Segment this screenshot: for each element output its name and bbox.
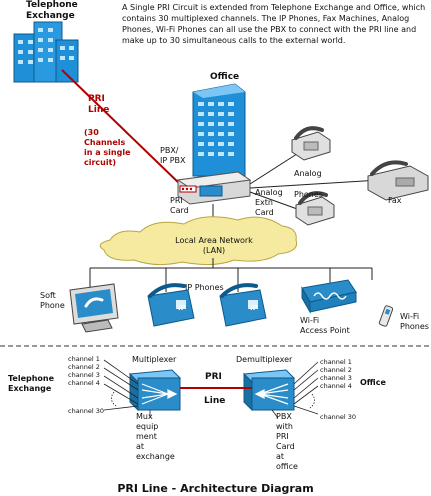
soft-phone-label: Soft Phone bbox=[40, 291, 65, 310]
ip-phones-label: IP Phones bbox=[185, 283, 224, 292]
diagram-caption: PRI Line - Architecture Diagram bbox=[117, 482, 314, 495]
ip-badge: IP bbox=[250, 304, 258, 312]
right-channel-30: channel 30 bbox=[320, 413, 357, 421]
channels-note: (30 Channels in a single circuit) bbox=[84, 128, 131, 167]
wifi-access-point-label: Wi-Fi Access Point bbox=[300, 316, 350, 335]
lan-label: Local Area Network (LAN) bbox=[175, 236, 253, 255]
multiplexer-icon bbox=[128, 369, 182, 412]
analog-phone-icon bbox=[291, 126, 331, 161]
telephone-exchange-building-icon bbox=[13, 21, 79, 83]
mux-note: Mux equip ment at exchange bbox=[136, 412, 175, 461]
multiplexer-label: Multiplexer bbox=[132, 355, 177, 364]
office-building-icon bbox=[192, 83, 246, 177]
telephone-exchange-label: Telephone Exchange bbox=[26, 0, 78, 21]
analog-extn-card-label: Analog Extn Card bbox=[255, 188, 283, 217]
left-channel-list: channel 1 channel 2 channel 3 channel 4 bbox=[68, 355, 100, 387]
fax-label: Fax bbox=[388, 196, 402, 205]
wifi-access-point-icon bbox=[301, 279, 357, 314]
fax-machine-icon bbox=[367, 160, 429, 201]
analog-phone-icon bbox=[295, 191, 335, 226]
ip-badge: IP bbox=[178, 304, 186, 312]
pbx-note: PBX with PRI Card at office bbox=[276, 412, 298, 471]
pri-line-connector bbox=[61, 69, 183, 187]
ip-phone-icon bbox=[147, 283, 195, 327]
lan-cloud-icon bbox=[99, 216, 298, 266]
wifi-phones-label: Wi-Fi Phones bbox=[400, 312, 429, 331]
bottom-line-label: Line bbox=[204, 396, 226, 406]
intro-text: A Single PRI Circuit is extended from Te… bbox=[122, 3, 426, 45]
wifi-phone-icon bbox=[378, 305, 394, 327]
demultiplexer-icon bbox=[242, 369, 296, 412]
bottom-telephone-exchange-label: Telephone Exchange bbox=[8, 374, 55, 393]
right-channel-list: channel 1 channel 2 channel 3 channel 4 bbox=[320, 358, 352, 390]
pbx-device-icon bbox=[176, 171, 252, 205]
demultiplexer-label: Demultiplexer bbox=[236, 355, 293, 364]
office-label: Office bbox=[210, 72, 240, 82]
pri-line-label: PRI Line bbox=[88, 94, 110, 115]
bottom-office-label: Office bbox=[360, 378, 386, 387]
soft-phone-computer-icon bbox=[69, 283, 119, 333]
ip-phone-icon bbox=[219, 283, 267, 327]
analog-phones-label: Analog Phones bbox=[294, 169, 323, 199]
left-channel-30: channel 30 bbox=[68, 407, 105, 415]
bottom-pri-label: PRI bbox=[205, 372, 222, 382]
pri-card-label: PRI Card bbox=[170, 196, 189, 215]
pbx-label: PBX/ IP PBX bbox=[160, 146, 186, 165]
